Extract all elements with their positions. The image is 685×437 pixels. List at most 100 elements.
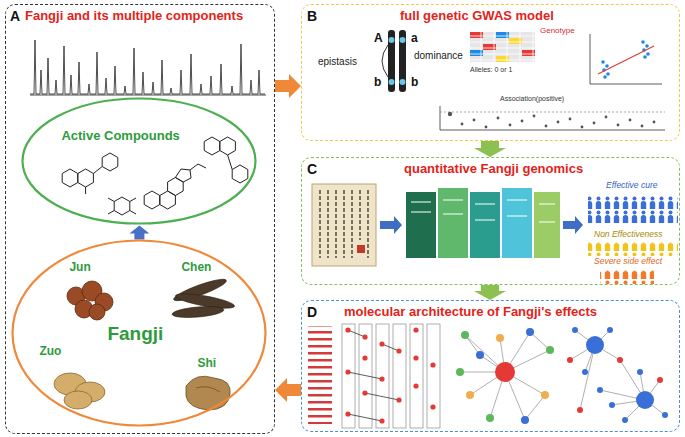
steroid-ring	[175, 169, 191, 182]
genotype-grid	[470, 32, 535, 62]
points	[448, 112, 656, 129]
pyrone-ring	[78, 169, 94, 187]
allele-label: A	[374, 32, 383, 46]
ellipse-title: Fangji	[107, 323, 163, 345]
patients-side-effect	[600, 270, 654, 284]
panel-a: AFangji and its multiple componentsActiv…	[5, 4, 275, 434]
effect-label: dominance	[414, 50, 463, 62]
locus	[400, 79, 406, 85]
association-plot	[440, 106, 665, 130]
block-arrow	[474, 141, 506, 157]
network-links	[570, 330, 665, 420]
network-links	[460, 332, 550, 420]
seal	[357, 245, 365, 253]
flavanone-ring	[220, 137, 236, 155]
allele-scatter	[590, 34, 662, 84]
hub-node	[586, 336, 604, 354]
phenyl-ring	[232, 165, 248, 183]
hub-node	[495, 362, 515, 382]
methyl-bonds	[108, 198, 136, 214]
allele-label: a	[411, 32, 418, 46]
threshold	[440, 112, 665, 113]
zuo-photo	[54, 373, 105, 409]
panel-title: molecular architecture of Fangji's effec…	[344, 305, 597, 320]
block-arrow	[474, 285, 506, 300]
locus	[400, 37, 406, 43]
network-nodes	[567, 327, 668, 423]
scroll-paper	[312, 184, 376, 266]
ellipse-outline	[21, 97, 257, 225]
block-arrow	[129, 225, 149, 239]
root-texture	[196, 387, 220, 392]
variant-grid	[308, 324, 440, 428]
patients-cured	[588, 195, 678, 209]
compounds-ellipse: Active Compounds	[21, 97, 257, 225]
flow-arrow	[380, 216, 402, 234]
steroid-ring	[144, 191, 160, 209]
chromosome	[399, 30, 406, 92]
allele-label: b	[374, 76, 381, 90]
network-one	[456, 328, 554, 424]
chromatogram	[30, 40, 266, 95]
locus	[389, 79, 395, 85]
grid-columns	[342, 324, 440, 428]
fangji-ellipse: Jun ChenFangjiZuoShi	[11, 239, 267, 427]
root	[172, 305, 225, 319]
flow-arrow	[563, 216, 583, 234]
panel-letter: D	[307, 304, 317, 320]
panel-letter: C	[307, 161, 317, 177]
block-arrow	[275, 378, 301, 402]
slice	[64, 391, 92, 409]
ellipse-title: Active Compounds	[61, 129, 179, 144]
ellipse-outline	[23, 99, 256, 224]
regression-line	[598, 46, 654, 74]
grid-ground	[470, 32, 535, 62]
hub-node	[636, 391, 654, 409]
effect-label: epistasis	[318, 56, 357, 68]
epistasis-arc	[382, 45, 388, 77]
axis-label: Alleles: 0 or 1	[470, 66, 512, 74]
panel-title: quantitative Fangji genomics	[404, 162, 583, 177]
herb-name: Chen	[181, 261, 211, 275]
pyrazine-ring	[114, 197, 130, 215]
flavanone-ring	[204, 137, 220, 155]
ellipse-outline	[13, 241, 266, 426]
bond	[228, 155, 233, 170]
allele-label: b	[411, 76, 418, 90]
shi-photo	[186, 376, 230, 410]
plot-label: Genotype	[540, 26, 575, 35]
panel-title: full genetic GWAS model	[400, 9, 554, 24]
axis-label: Association(positive)	[500, 95, 564, 103]
omics-layers	[406, 188, 560, 258]
herb-name: Shi	[197, 357, 216, 371]
outcome-label: Effective cure	[606, 181, 658, 191]
layer	[470, 192, 500, 258]
side-chain	[190, 164, 206, 170]
bond	[93, 167, 102, 174]
chromatogram-axis	[30, 95, 266, 96]
panel-d: Dmolecular architecture of Fangji's effe…	[301, 300, 680, 432]
benzene-ring	[62, 169, 78, 187]
outcome-label: Non Effectiveness	[594, 230, 663, 240]
effect-dots	[345, 327, 435, 423]
layer	[534, 192, 560, 258]
locus	[389, 37, 395, 43]
patients-no-effect	[588, 242, 678, 256]
jun-photo	[67, 281, 113, 320]
carbonyl-bond	[85, 187, 86, 194]
axes	[440, 106, 665, 130]
layer	[502, 188, 532, 258]
layer-lines	[411, 200, 555, 222]
ancient-scroll	[312, 184, 376, 266]
dot-links	[348, 330, 399, 421]
phenyl-ring	[102, 153, 118, 171]
grid-lines	[470, 32, 535, 62]
panel-letter: B	[307, 8, 317, 24]
herb-name: Jun	[69, 261, 90, 275]
herb-name: Zuo	[39, 345, 61, 359]
chen-photo	[172, 276, 236, 320]
root-slice	[186, 376, 230, 410]
panel-title: Fangji and its multiple components	[25, 9, 243, 24]
